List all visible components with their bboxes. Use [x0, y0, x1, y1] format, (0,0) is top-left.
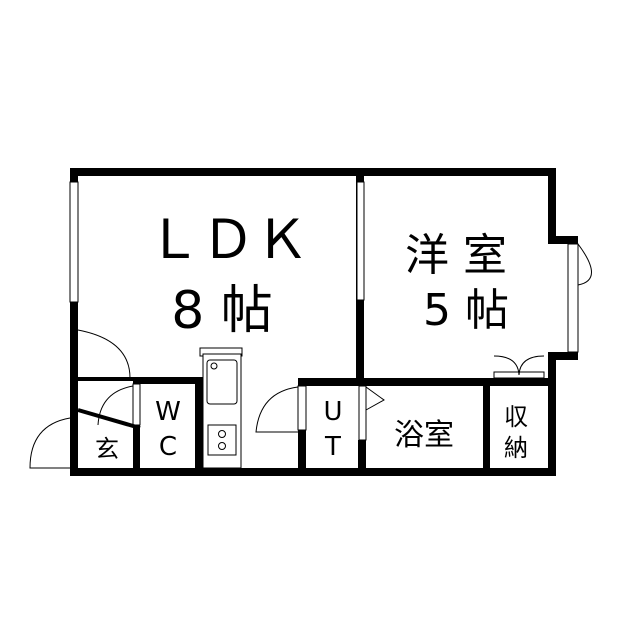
- western-window: [356, 181, 365, 301]
- stove-icon: [207, 424, 237, 456]
- windows-and-doors: [29, 181, 592, 469]
- entrance-door-swing: [29, 417, 71, 469]
- storage-label-1: 収: [504, 403, 528, 431]
- ut-door: [297, 385, 307, 431]
- bath-door: [358, 385, 367, 441]
- entrance-label: 玄: [95, 435, 119, 463]
- kitchen-counter: [199, 347, 243, 469]
- sink-icon: [206, 359, 238, 405]
- wc-door: [132, 383, 141, 426]
- storage-label-2: 納: [504, 434, 528, 462]
- western-room-label: 洋 室: [405, 230, 507, 281]
- ut-label-1: U: [323, 397, 342, 427]
- wc-label-2: C: [159, 432, 177, 462]
- ldk-door-swing: [77, 329, 131, 379]
- ldk-window: [69, 181, 79, 303]
- western-room-size: 5 帖: [423, 285, 509, 336]
- ut-label-2: T: [324, 432, 341, 462]
- wc-label-1: W: [155, 397, 181, 427]
- balcony-door-swing: [577, 243, 592, 286]
- balcony-window: [567, 243, 579, 353]
- ldk-label: ＬＤＫ: [147, 208, 309, 271]
- ldk-size: 8 帖: [171, 281, 273, 341]
- bath-label: 浴室: [394, 418, 454, 453]
